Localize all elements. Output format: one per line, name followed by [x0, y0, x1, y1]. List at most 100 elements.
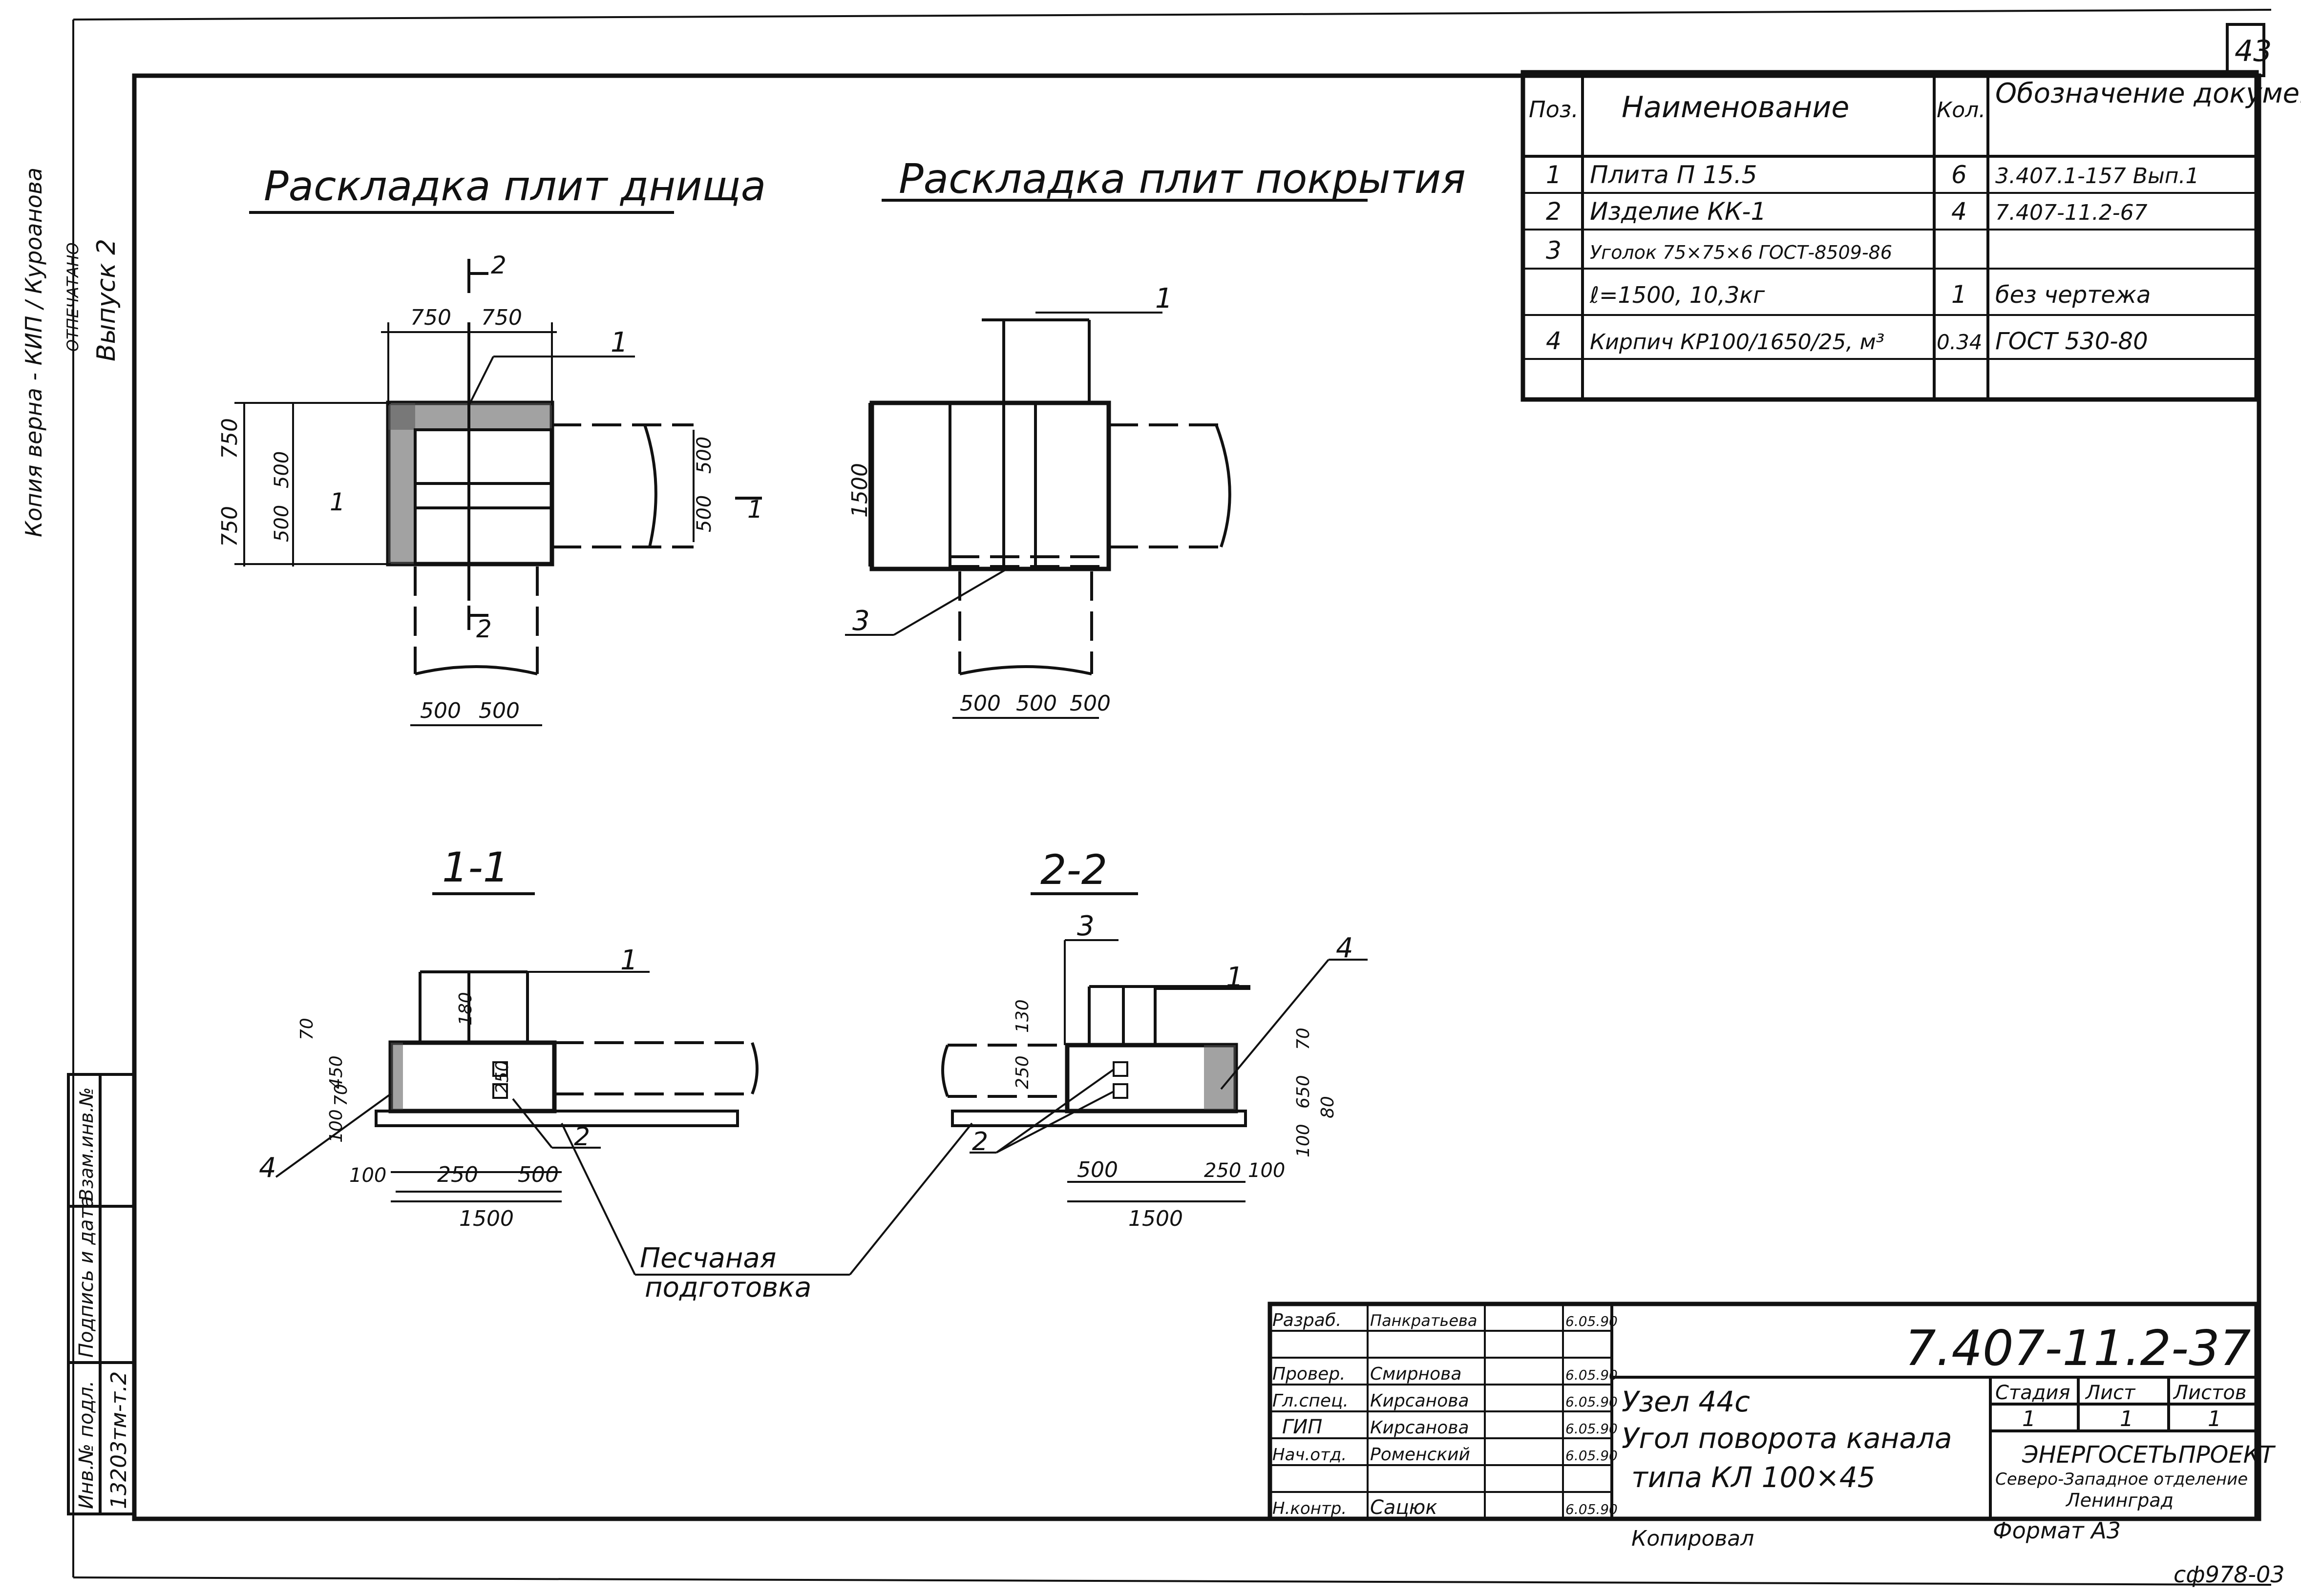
spec-row5-name: Кирпич КР100/1650/25, м³ — [1590, 330, 1884, 355]
dim-left-500-b: 500 — [271, 505, 293, 542]
tb-date-1: 6.05.90 — [1565, 1313, 1618, 1329]
sec1-callout-2: 2 — [574, 1122, 590, 1152]
margin-issue: Выпуск 2 — [92, 239, 121, 361]
tb-date-5: 6.05.90 — [1565, 1421, 1618, 1437]
dim-right-500-b: 500 — [693, 495, 716, 532]
dim-left-750-a: 750 — [217, 418, 242, 459]
spec-row4-qty: 1 — [1951, 280, 1967, 309]
title-line-1: Узел 44с — [1622, 1385, 1750, 1418]
spec-header-doc: Обозначение документа — [1995, 78, 2301, 109]
margin-notes: Копия верна - КИП / Куроанова ОТПЕЧАТАНО… — [21, 168, 121, 537]
tb-date-3: 6.05.90 — [1565, 1367, 1618, 1383]
dim-top-750-a: 750 — [410, 305, 451, 330]
spec-row1-name: Плита П 15.5 — [1590, 161, 1757, 189]
dim-left-750-b: 750 — [217, 506, 242, 547]
sheets-value: 1 — [2208, 1407, 2221, 1431]
tb-role-6: Нач.отд. — [1272, 1445, 1347, 1465]
sheet-value: 1 — [2120, 1407, 2133, 1431]
sheet-label: Лист — [2085, 1382, 2136, 1404]
section-2-2-title: 2-2 — [1040, 846, 1107, 894]
title-line-2: Угол поворота канала — [1622, 1422, 1952, 1455]
dim-left-500-a: 500 — [271, 451, 293, 488]
tb-name-1: Панкратьева — [1370, 1311, 1478, 1330]
spec-header-name: Наименование — [1622, 90, 1849, 125]
sec1-callout-4: 4 — [259, 1152, 276, 1184]
sec2-dim-250-v: 250 — [1013, 1055, 1033, 1089]
format-label: Формат А3 — [1993, 1517, 2121, 1544]
sec2-dim-100-v: 100 — [1293, 1124, 1313, 1157]
tb-name-5: Кирсанова — [1370, 1418, 1469, 1438]
dim-top-750-b: 750 — [481, 305, 522, 330]
org-sub-1: Северо-Западное отделение — [1995, 1470, 2248, 1489]
sec2-callout-1: 1 — [1226, 962, 1244, 993]
tb-name-8: Сацюк — [1370, 1496, 1437, 1519]
spec-row5-qty: 0.34 — [1937, 330, 1983, 354]
archive-code: сф978-03 — [2174, 1561, 2285, 1588]
stage-value: 1 — [2022, 1407, 2036, 1431]
sec1-dim-450: 450 — [326, 1055, 346, 1089]
sec1-dim-100: 100 — [349, 1164, 386, 1187]
left-binding-strip: Инв.№ подл. 13203тм-т.2 Подпись и дата В… — [67, 1073, 136, 1515]
sec2-dim-80: 80 — [1318, 1096, 1338, 1118]
cover-plan-title: Раскладка плит покрытия — [899, 155, 1466, 203]
sheets-label: Листов — [2173, 1382, 2246, 1404]
tb-date-6: 6.05.90 — [1565, 1448, 1618, 1464]
bottom-slab-plan: Раскладка плит днища 750 750 750 750 500 — [217, 162, 766, 726]
spec-row1-qty: 6 — [1951, 161, 1967, 189]
spec-row2-pos: 2 — [1546, 197, 1562, 226]
section-2-2: 2-2 500 250 100 1500 130 250 70 650 80 1… — [941, 846, 1368, 1231]
tb-role-5: ГИП — [1282, 1416, 1322, 1438]
sec2-callout-3: 3 — [1077, 910, 1095, 942]
spec-row2-name: Изделие КК-1 — [1590, 197, 1766, 226]
cut-mark-1-right: 1 — [747, 495, 763, 524]
spec-header-qty: Кол. — [1937, 98, 1985, 123]
replaced-label: Взам.инв.№ — [76, 1087, 97, 1201]
copied-label: Копировал — [1631, 1526, 1754, 1551]
org-sub-2: Ленинград — [2065, 1490, 2174, 1511]
tb-role-8: Н.контр. — [1272, 1499, 1347, 1518]
sec2-dim-650: 650 — [1293, 1075, 1313, 1109]
sec2-dim-130: 130 — [1013, 999, 1033, 1033]
sec2-dim-100: 100 — [1248, 1159, 1285, 1182]
spec-row1-pos: 1 — [1546, 161, 1562, 189]
sand-callout: Песчаная подготовка — [561, 1122, 973, 1303]
callout-pos1-b: 1 — [1155, 283, 1173, 315]
dim-right-500-a: 500 — [693, 437, 716, 474]
sec2-callout-2: 2 — [972, 1127, 988, 1156]
sec1-callout-1: 1 — [620, 945, 638, 976]
sec1-dim-1500: 1500 — [459, 1206, 514, 1231]
spec-row2-qty: 4 — [1951, 197, 1967, 226]
sand-label: Песчаная — [640, 1242, 776, 1274]
spec-row4-doc: без чертежа — [1995, 281, 2151, 309]
sign-date-label: Подпись и дата — [75, 1196, 98, 1358]
callout-pos3-a: 3 — [852, 605, 870, 637]
tb-role-4: Гл.спец. — [1272, 1391, 1349, 1411]
sec2-dim-250: 250 — [1204, 1159, 1241, 1182]
title-line-3: типа КЛ 100×45 — [1631, 1461, 1876, 1494]
sec1-dim-70-a: 70 — [297, 1018, 317, 1040]
cover-slab-plan: Раскладка плит покрытия 1500 500 500 500… — [845, 155, 1466, 719]
doc-code: 7.407-11.2-37 — [1905, 1320, 2251, 1377]
sec1-dim-180: 180 — [456, 992, 476, 1026]
dim-cover-1500: 1500 — [847, 463, 872, 518]
inv-no-label: Инв.№ подл. — [75, 1381, 98, 1509]
sand-label-2: подготовка — [645, 1272, 811, 1303]
sec1-dim-500: 500 — [518, 1162, 559, 1187]
bottom-plan-title: Раскладка плит днища — [264, 162, 766, 210]
spec-row3-pos: 3 — [1546, 236, 1562, 265]
dim-cover-500-a: 500 — [960, 691, 1001, 716]
tb-role-1: Разраб. — [1272, 1310, 1341, 1330]
dim-cover-500-b: 500 — [1016, 691, 1057, 716]
spec-row1-doc: 3.407.1-157 Вып.1 — [1995, 164, 2199, 189]
sec1-dim-250: 250 — [437, 1162, 478, 1187]
spec-row2-doc: 7.407-11.2-67 — [1995, 200, 2148, 225]
sec1-dim-250-v: 250 — [492, 1060, 512, 1094]
spec-row5-pos: 4 — [1546, 327, 1562, 355]
spec-row3-name: Уголок 75×75×6 ГОСТ-8509-86 — [1590, 242, 1892, 263]
dim-cover-500-c: 500 — [1070, 691, 1111, 716]
cut-mark-2-bottom: 2 — [476, 615, 492, 643]
margin-stamp: ОТПЕЧАТАНО — [63, 242, 82, 352]
sheet-frame — [132, 73, 2261, 1521]
spec-table: Поз. Наименование Кол. Обозначение докум… — [1520, 70, 2301, 402]
